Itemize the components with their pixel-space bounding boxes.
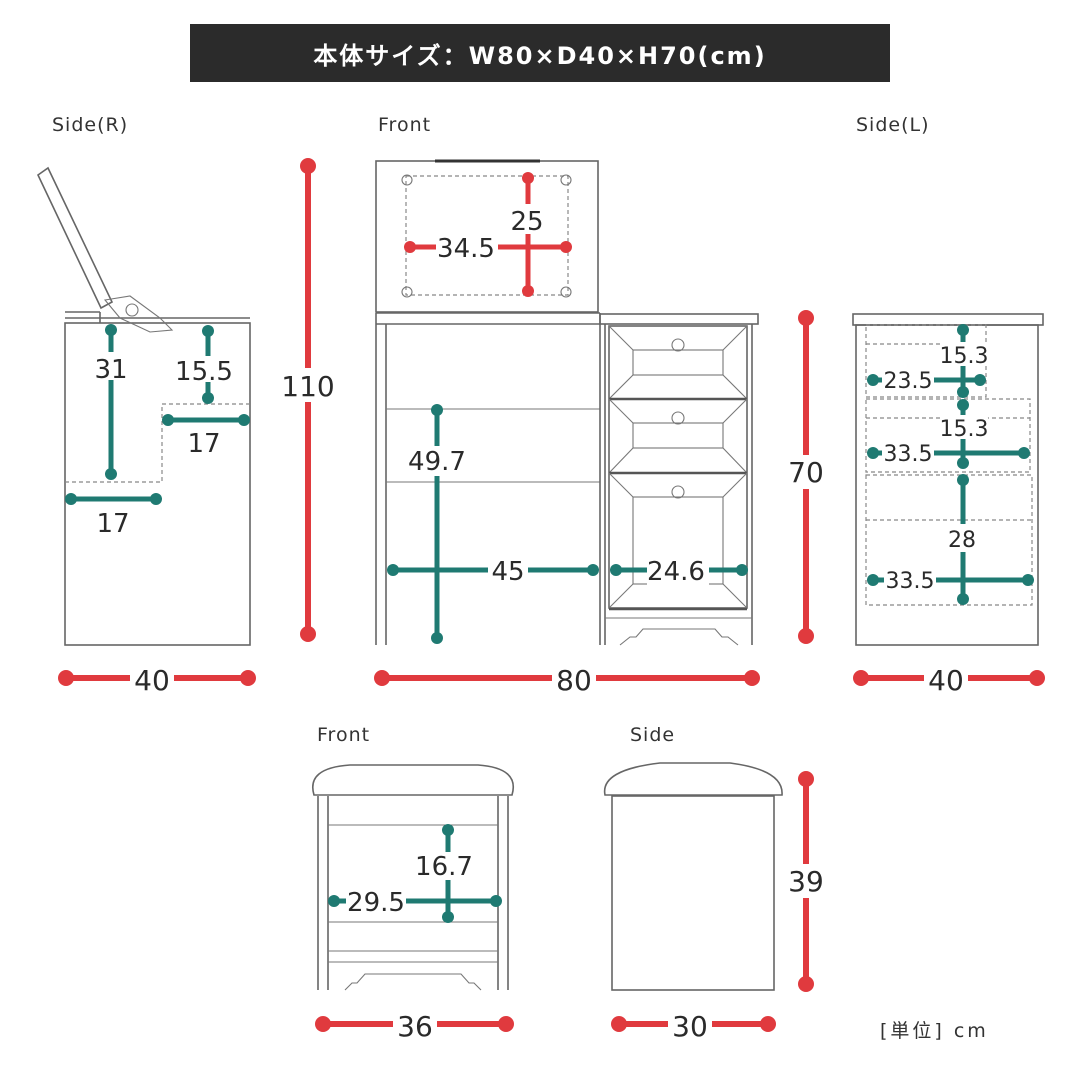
total-height-dimension: 110 [280,158,338,642]
unit-label: [単位] cm [880,1020,989,1042]
dim-45: 45 [491,557,524,587]
label-stool-front: Front [317,724,371,746]
dresser-side-r-drawing: 31 15.5 17 17 40 [36,166,256,697]
dim-40-side-r: 40 [134,664,170,697]
dresser-side-l-drawing: 15.3 23.5 15.3 33.5 28 33.5 40 [852,313,1045,697]
dim-24-6: 24.6 [647,557,705,587]
dim-stool-16-7: 16.7 [415,852,473,882]
label-side-l: Side(L) [856,114,930,136]
dresser-front-drawing: 25 34.5 [374,159,760,697]
label-front: Front [378,114,432,136]
dim-110: 110 [281,370,334,403]
dim-drawer3-height: 28 [948,528,976,553]
label-stool-side: Side [630,724,676,746]
label-side-r: Side(R) [52,114,129,136]
dim-drawer2-depth: 33.5 [884,442,933,467]
dim-70: 70 [788,456,824,489]
body-height-dimension: 70 [784,310,828,644]
stool-front-drawing: 16.7 29.5 36 [312,764,515,1043]
dim-17-upper: 17 [187,429,220,459]
dim-mirror-34-5: 34.5 [437,234,495,264]
stool-side-drawing: 39 30 [603,762,828,1043]
dim-49-7: 49.7 [408,447,466,477]
title-banner: 本体サイズ：W80×D40×H70(cm) [190,24,890,82]
dim-drawer2-height: 15.3 [940,417,989,442]
dim-17-lower: 17 [96,509,129,539]
drawer-ring-pull-icon [671,338,685,499]
dim-31: 31 [94,355,127,385]
title-text: 本体サイズ：W80×D40×H70(cm) [313,41,767,70]
dim-stool-29-5: 29.5 [347,888,405,918]
dim-15-5: 15.5 [175,357,233,387]
dim-drawer1-depth: 23.5 [884,369,933,394]
dim-80: 80 [556,664,592,697]
dim-stool-30: 30 [672,1010,708,1043]
dim-drawer1-height: 15.3 [940,344,989,369]
dim-drawer3-depth: 33.5 [886,569,935,594]
dim-stool-36: 36 [397,1010,433,1043]
dim-stool-39: 39 [788,865,824,898]
dim-40-side-l: 40 [928,664,964,697]
dim-mirror-25: 25 [510,207,543,237]
